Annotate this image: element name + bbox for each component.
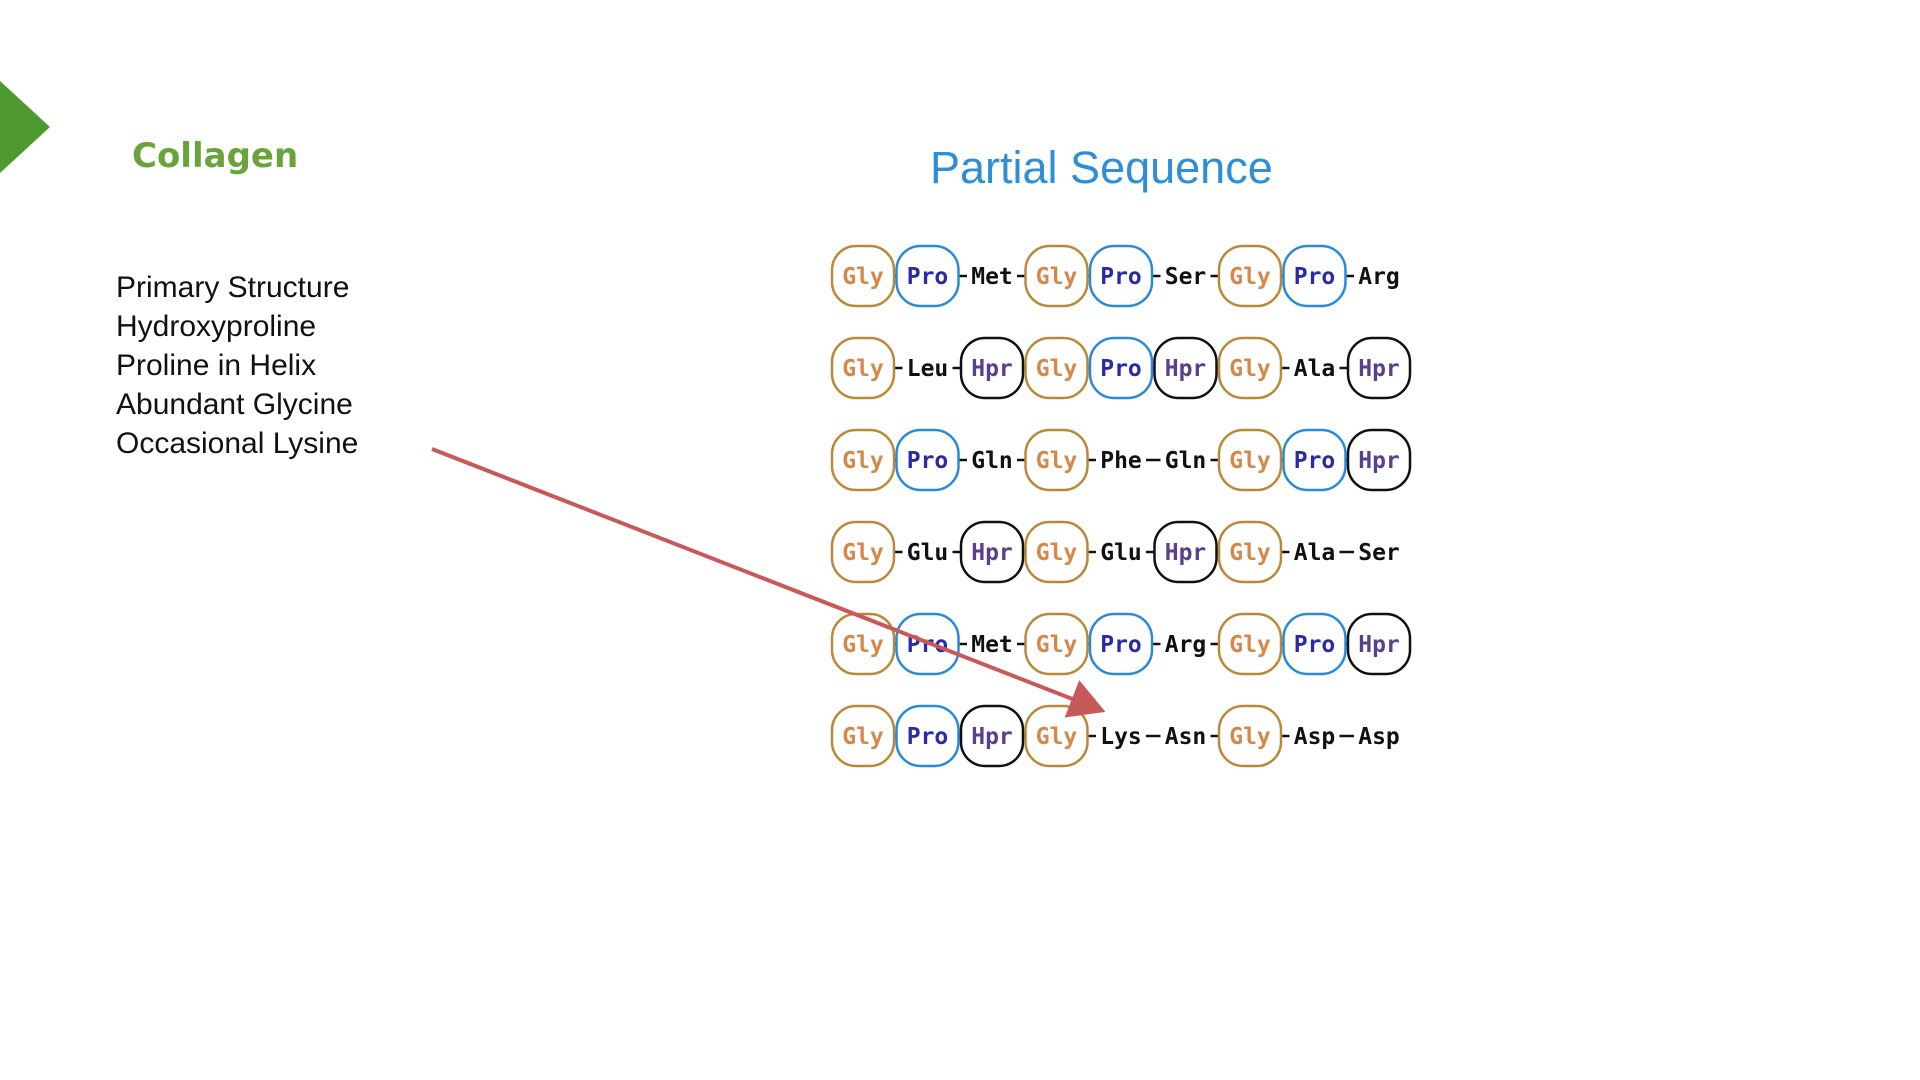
hpr-circle — [1153, 336, 1218, 400]
hpr-circle — [1346, 428, 1412, 492]
bullet-item-proline-in-helix: Proline in Helix — [116, 349, 317, 382]
hpr-circle — [959, 336, 1025, 400]
residue-asp: Asp — [1294, 724, 1336, 750]
residue-gly: Gly — [1229, 724, 1271, 750]
residue-hpr: Hpr — [1165, 540, 1207, 566]
residue-gly: Gly — [842, 540, 884, 566]
bullet-item-abundant-glycine: Abundant Glycine — [116, 388, 353, 421]
residue-hpr: Hpr — [1358, 632, 1400, 658]
sequence-heading: Partial Sequence — [930, 142, 1273, 193]
residue-ser: Ser — [1358, 540, 1400, 566]
residue-pro: Pro — [1294, 632, 1336, 658]
residue-lys: Lys — [1100, 724, 1142, 750]
residue-gly: Gly — [1036, 540, 1078, 566]
residue-ala: Ala — [1294, 356, 1336, 382]
pro-circle — [1282, 612, 1347, 676]
slide-title: Collagen — [132, 136, 299, 176]
residue-ala: Ala — [1294, 540, 1336, 566]
residue-pro: Pro — [907, 632, 949, 658]
gly-circle — [1024, 244, 1089, 308]
residue-arg: Arg — [1165, 632, 1207, 658]
bullet-item-primary-structure: Primary Structure — [116, 271, 350, 304]
gly-circle — [1217, 612, 1283, 676]
bullet-item-occasional-lysine: Occasional Lysine — [116, 427, 359, 460]
residue-gly: Gly — [842, 448, 884, 474]
residue-gly: Gly — [1229, 632, 1271, 658]
hpr-circle — [1346, 336, 1412, 400]
residue-hpr: Hpr — [1358, 356, 1400, 382]
gly-circle — [830, 244, 896, 308]
residue-gln: Gln — [1165, 448, 1207, 474]
residue-met: Met — [971, 264, 1013, 290]
residue-asn: Asn — [1165, 724, 1207, 750]
residue-glu: Glu — [907, 540, 949, 566]
residue-phe: Phe — [1100, 448, 1142, 474]
residue-leu: Leu — [907, 356, 949, 382]
residue-gly: Gly — [842, 724, 884, 750]
bullet-list: Primary Structure Hydroxyproline Proline… — [116, 268, 358, 463]
residue-gly: Gly — [1036, 356, 1078, 382]
residue-gly: Gly — [1036, 724, 1078, 750]
residue-gly: Gly — [1036, 264, 1078, 290]
bullet-item-hydroxyproline: Hydroxyproline — [116, 310, 317, 343]
gly-circle — [830, 336, 896, 400]
hpr-circle — [1153, 520, 1218, 584]
residue-pro: Pro — [1100, 632, 1142, 658]
residue-gly: Gly — [1229, 264, 1271, 290]
residue-gly: Gly — [1229, 448, 1271, 474]
residue-pro: Pro — [907, 264, 949, 290]
residue-hpr: Hpr — [1165, 356, 1207, 382]
residue-met: Met — [971, 632, 1013, 658]
residue-gly: Gly — [842, 356, 884, 382]
residue-arg: Arg — [1358, 264, 1400, 290]
residue-hpr: Hpr — [971, 540, 1013, 566]
residue-pro: Pro — [1294, 264, 1336, 290]
gly-circle — [1217, 520, 1283, 584]
gly-circle — [1217, 428, 1283, 492]
residue-pro: Pro — [1100, 356, 1142, 382]
residue-gly: Gly — [1036, 632, 1078, 658]
residue-pro: Pro — [907, 448, 949, 474]
pro-circle — [1282, 428, 1347, 492]
gly-circle — [1217, 704, 1283, 768]
residue-pro: Pro — [1294, 448, 1336, 474]
residue-glu: Glu — [1100, 540, 1142, 566]
residue-gly: Gly — [1036, 448, 1078, 474]
residue-pro: Pro — [1100, 264, 1142, 290]
pro-circle — [1088, 336, 1154, 400]
residue-hpr: Hpr — [971, 724, 1013, 750]
residue-gln: Gln — [971, 448, 1013, 474]
pro-circle — [895, 244, 960, 308]
residue-asp: Asp — [1358, 724, 1400, 750]
triangle-bullet-icon — [0, 81, 50, 173]
residue-gly: Gly — [842, 632, 884, 658]
pro-circle — [1282, 244, 1347, 308]
gly-circle — [1024, 336, 1089, 400]
pro-circle — [1088, 244, 1154, 308]
residue-gly: Gly — [842, 264, 884, 290]
residue-gly: Gly — [1229, 540, 1271, 566]
residue-ser: Ser — [1165, 264, 1207, 290]
residue-hpr: Hpr — [1358, 448, 1400, 474]
gly-circle — [1217, 244, 1283, 308]
hpr-circle — [1346, 612, 1412, 676]
gly-circle — [1217, 336, 1283, 400]
residue-gly: Gly — [1229, 356, 1271, 382]
residue-hpr: Hpr — [971, 356, 1013, 382]
residue-pro: Pro — [907, 724, 949, 750]
